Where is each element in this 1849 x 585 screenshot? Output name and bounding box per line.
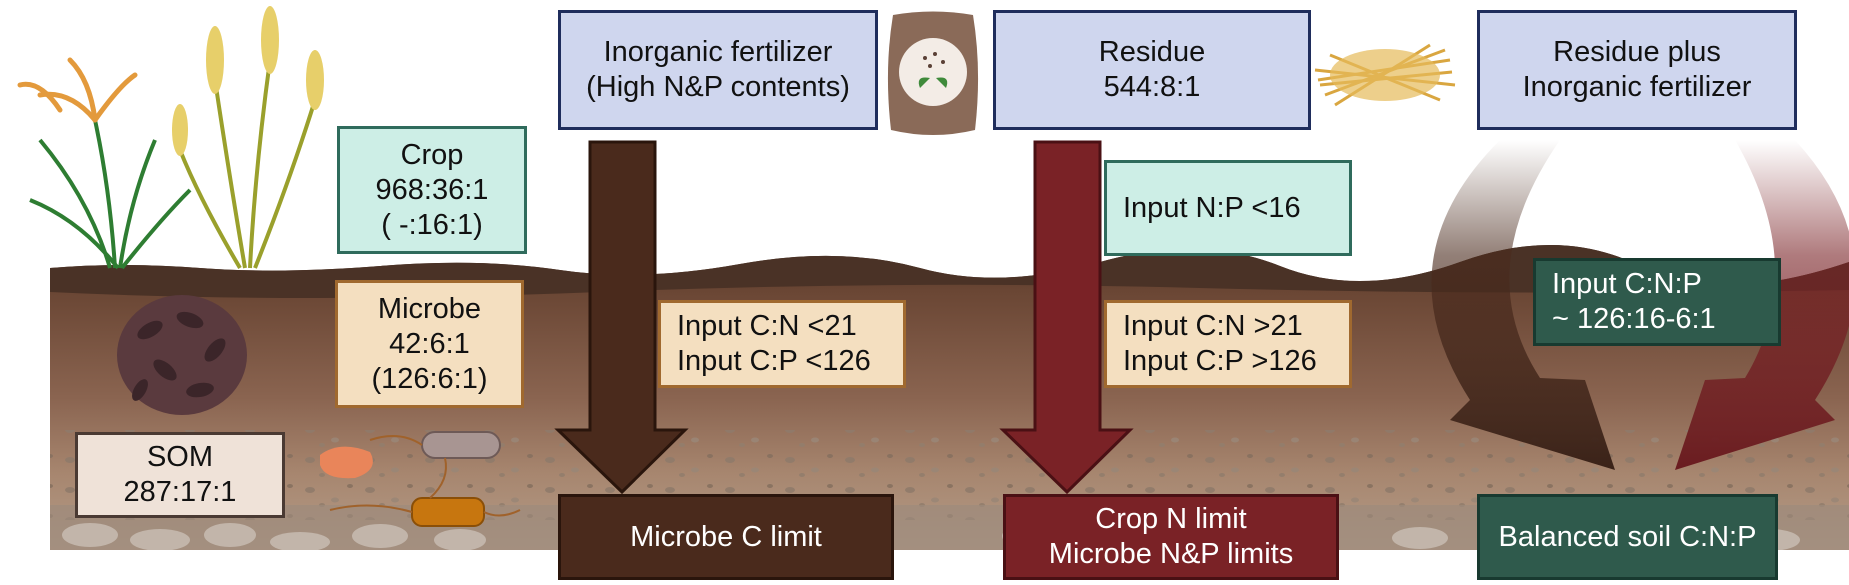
- crop-box: Crop 968:36:1 ( -:16:1): [337, 126, 527, 254]
- straw-residue-icon: [1314, 43, 1456, 107]
- residue-line2: 544:8:1: [1103, 71, 1201, 103]
- microbe-line1: Microbe: [377, 292, 482, 325]
- som-aggregate-icon: [117, 295, 247, 415]
- som-line2: 287:17:1: [123, 476, 237, 508]
- crop-line2: 968:36:1: [375, 173, 489, 206]
- microbe-line2: 42:6:1: [389, 327, 470, 360]
- high-ratio-condition-box: Input C:N >21 Input C:P >126: [1104, 300, 1352, 388]
- crop-n-limit-box: Crop N limit Microbe N&P limits: [1003, 494, 1339, 580]
- microbe-box: Microbe 42:6:1 (126:6:1): [335, 280, 524, 408]
- rice-plant-icon: [17, 57, 192, 270]
- balanced-outcome-line1: Balanced soil C:N:P: [1498, 520, 1757, 553]
- high-ratio-line1: Input C:N >21: [1123, 310, 1303, 342]
- curved-arrow-right: [1675, 140, 1849, 470]
- crop-line3: ( -:16:1): [381, 208, 483, 241]
- inorganic-line1: Inorganic fertilizer: [603, 36, 833, 68]
- arrow-residue-to-crop-n: [999, 140, 1134, 495]
- low-ratio-line2: Input C:P <126: [677, 345, 871, 377]
- microbe-c-line1: Microbe C limit: [630, 520, 822, 553]
- residue-plus-fertilizer-box: Residue plus Inorganic fertilizer: [1477, 10, 1797, 130]
- np-line1: Input N:P <16: [1123, 191, 1301, 224]
- inorganic-line2: (High N&P contents): [586, 71, 850, 103]
- low-ratio-line1: Input C:N <21: [677, 310, 857, 342]
- balanced-line1: Input C:N:P: [1552, 268, 1702, 300]
- wheat-plant-icon: [172, 6, 324, 270]
- crop-line1: Crop: [400, 138, 464, 171]
- balanced-outcome-box: Balanced soil C:N:P: [1477, 494, 1778, 580]
- bacteria-icon: [320, 431, 501, 527]
- np-condition-box: Input N:P <16: [1104, 160, 1352, 256]
- som-box: SOM 287:17:1: [75, 432, 285, 518]
- crop-n-line1: Crop N limit: [1095, 503, 1247, 535]
- inorganic-fertilizer-box: Inorganic fertilizer (High N&P contents): [558, 10, 878, 130]
- low-ratio-condition-box: Input C:N <21 Input C:P <126: [658, 300, 906, 388]
- arrow-inorganic-to-microbe-c: [554, 140, 689, 495]
- curved-arrow-left: [1431, 140, 1615, 470]
- som-line1: SOM: [146, 441, 214, 473]
- residue-line1: Residue: [1098, 36, 1206, 68]
- crop-n-line2: Microbe N&P limits: [1048, 538, 1294, 570]
- microbe-c-limit-box: Microbe C limit: [558, 494, 894, 580]
- residue-plus-line1: Residue plus: [1553, 36, 1721, 68]
- balanced-condition-box: Input C:N:P ~ 126:16-6:1: [1533, 258, 1781, 346]
- residue-box: Residue 544:8:1: [993, 10, 1311, 130]
- balanced-line2: ~ 126:16-6:1: [1552, 303, 1716, 335]
- fertilizer-bag-icon: [887, 11, 979, 135]
- microbe-line3: (126:6:1): [371, 362, 488, 395]
- fungi-icon: [329, 435, 521, 517]
- residue-plus-line2: Inorganic fertilizer: [1522, 71, 1752, 103]
- high-ratio-line2: Input C:P >126: [1123, 345, 1317, 377]
